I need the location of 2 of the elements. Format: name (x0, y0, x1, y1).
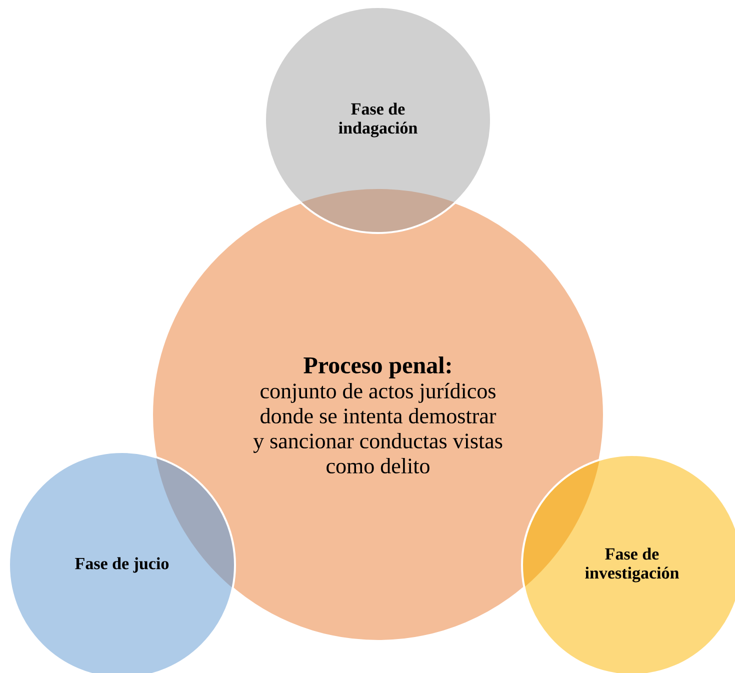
node-label: Fase de indagación (338, 102, 418, 138)
node-label: Fase de (605, 548, 659, 560)
